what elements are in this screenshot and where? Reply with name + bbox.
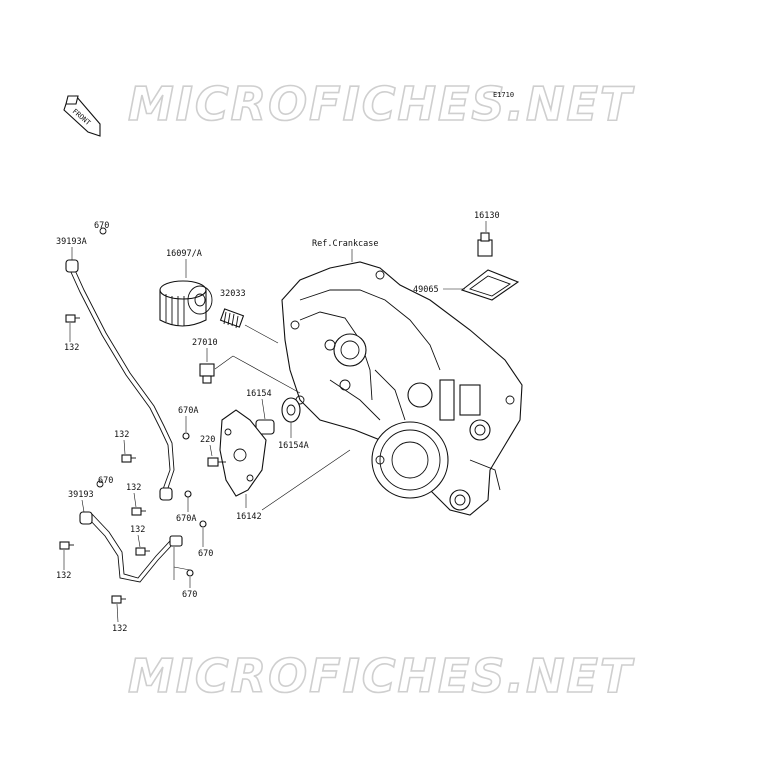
bolt-132-e	[59, 541, 74, 550]
svg-text:16142: 16142	[236, 512, 262, 522]
callout-39193A: 39193A	[56, 237, 87, 247]
callout-132-c: 132	[126, 483, 141, 493]
bolt-132-c	[131, 507, 146, 516]
part-49065: 49065	[413, 269, 520, 301]
svg-text:16154A: 16154A	[278, 441, 309, 451]
bolt-132-f	[111, 595, 126, 604]
svg-text:16130: 16130	[474, 211, 500, 221]
svg-text:16154: 16154	[246, 389, 272, 399]
callout-670-low: 670	[198, 549, 213, 559]
diagram-code: E1710	[493, 91, 514, 99]
part-16097A-oil-filter: 16097/A	[159, 249, 213, 327]
crankcase-housing	[281, 261, 523, 516]
ref-crankcase-label: Ref.Crankcase	[312, 239, 379, 249]
part-16142: 16142	[219, 409, 351, 522]
callout-39193: 39193	[68, 490, 94, 500]
part-220: 220	[200, 435, 226, 467]
oil-pipe-lower	[79, 480, 207, 583]
callout-670-mid: 670	[98, 476, 113, 486]
front-arrow-icon: FRONT	[63, 95, 101, 137]
svg-text:16097/A: 16097/A	[166, 249, 202, 259]
svg-text:32033: 32033	[220, 289, 246, 299]
part-16130: 16130	[474, 211, 500, 257]
callout-670-top: 670	[94, 221, 109, 231]
callout-132-d: 132	[130, 525, 145, 535]
callout-670A-mid: 670A	[176, 514, 196, 524]
oil-pipe-upper	[65, 227, 192, 501]
callout-670-bottom: 670	[182, 590, 197, 600]
part-32033: 32033	[219, 289, 279, 344]
callout-132-f: 132	[112, 624, 127, 634]
watermark-bottom: MICROFICHES.NET	[128, 649, 635, 703]
part-27010: 27010	[192, 338, 301, 394]
watermark-top: MICROFICHES.NET	[128, 77, 635, 131]
part-16154: 16154 16154A	[246, 389, 309, 451]
bolt-132-b	[121, 454, 136, 463]
bolt-132-a	[65, 314, 80, 323]
callout-132-a: 132	[64, 343, 79, 353]
svg-text:49065: 49065	[413, 285, 439, 295]
callout-132-e: 132	[56, 571, 71, 581]
svg-text:27010: 27010	[192, 338, 218, 348]
bolt-132-d	[135, 547, 150, 556]
svg-text:220: 220	[200, 435, 215, 445]
callout-132-b: 132	[114, 430, 129, 440]
callout-670A-top: 670A	[178, 406, 198, 416]
